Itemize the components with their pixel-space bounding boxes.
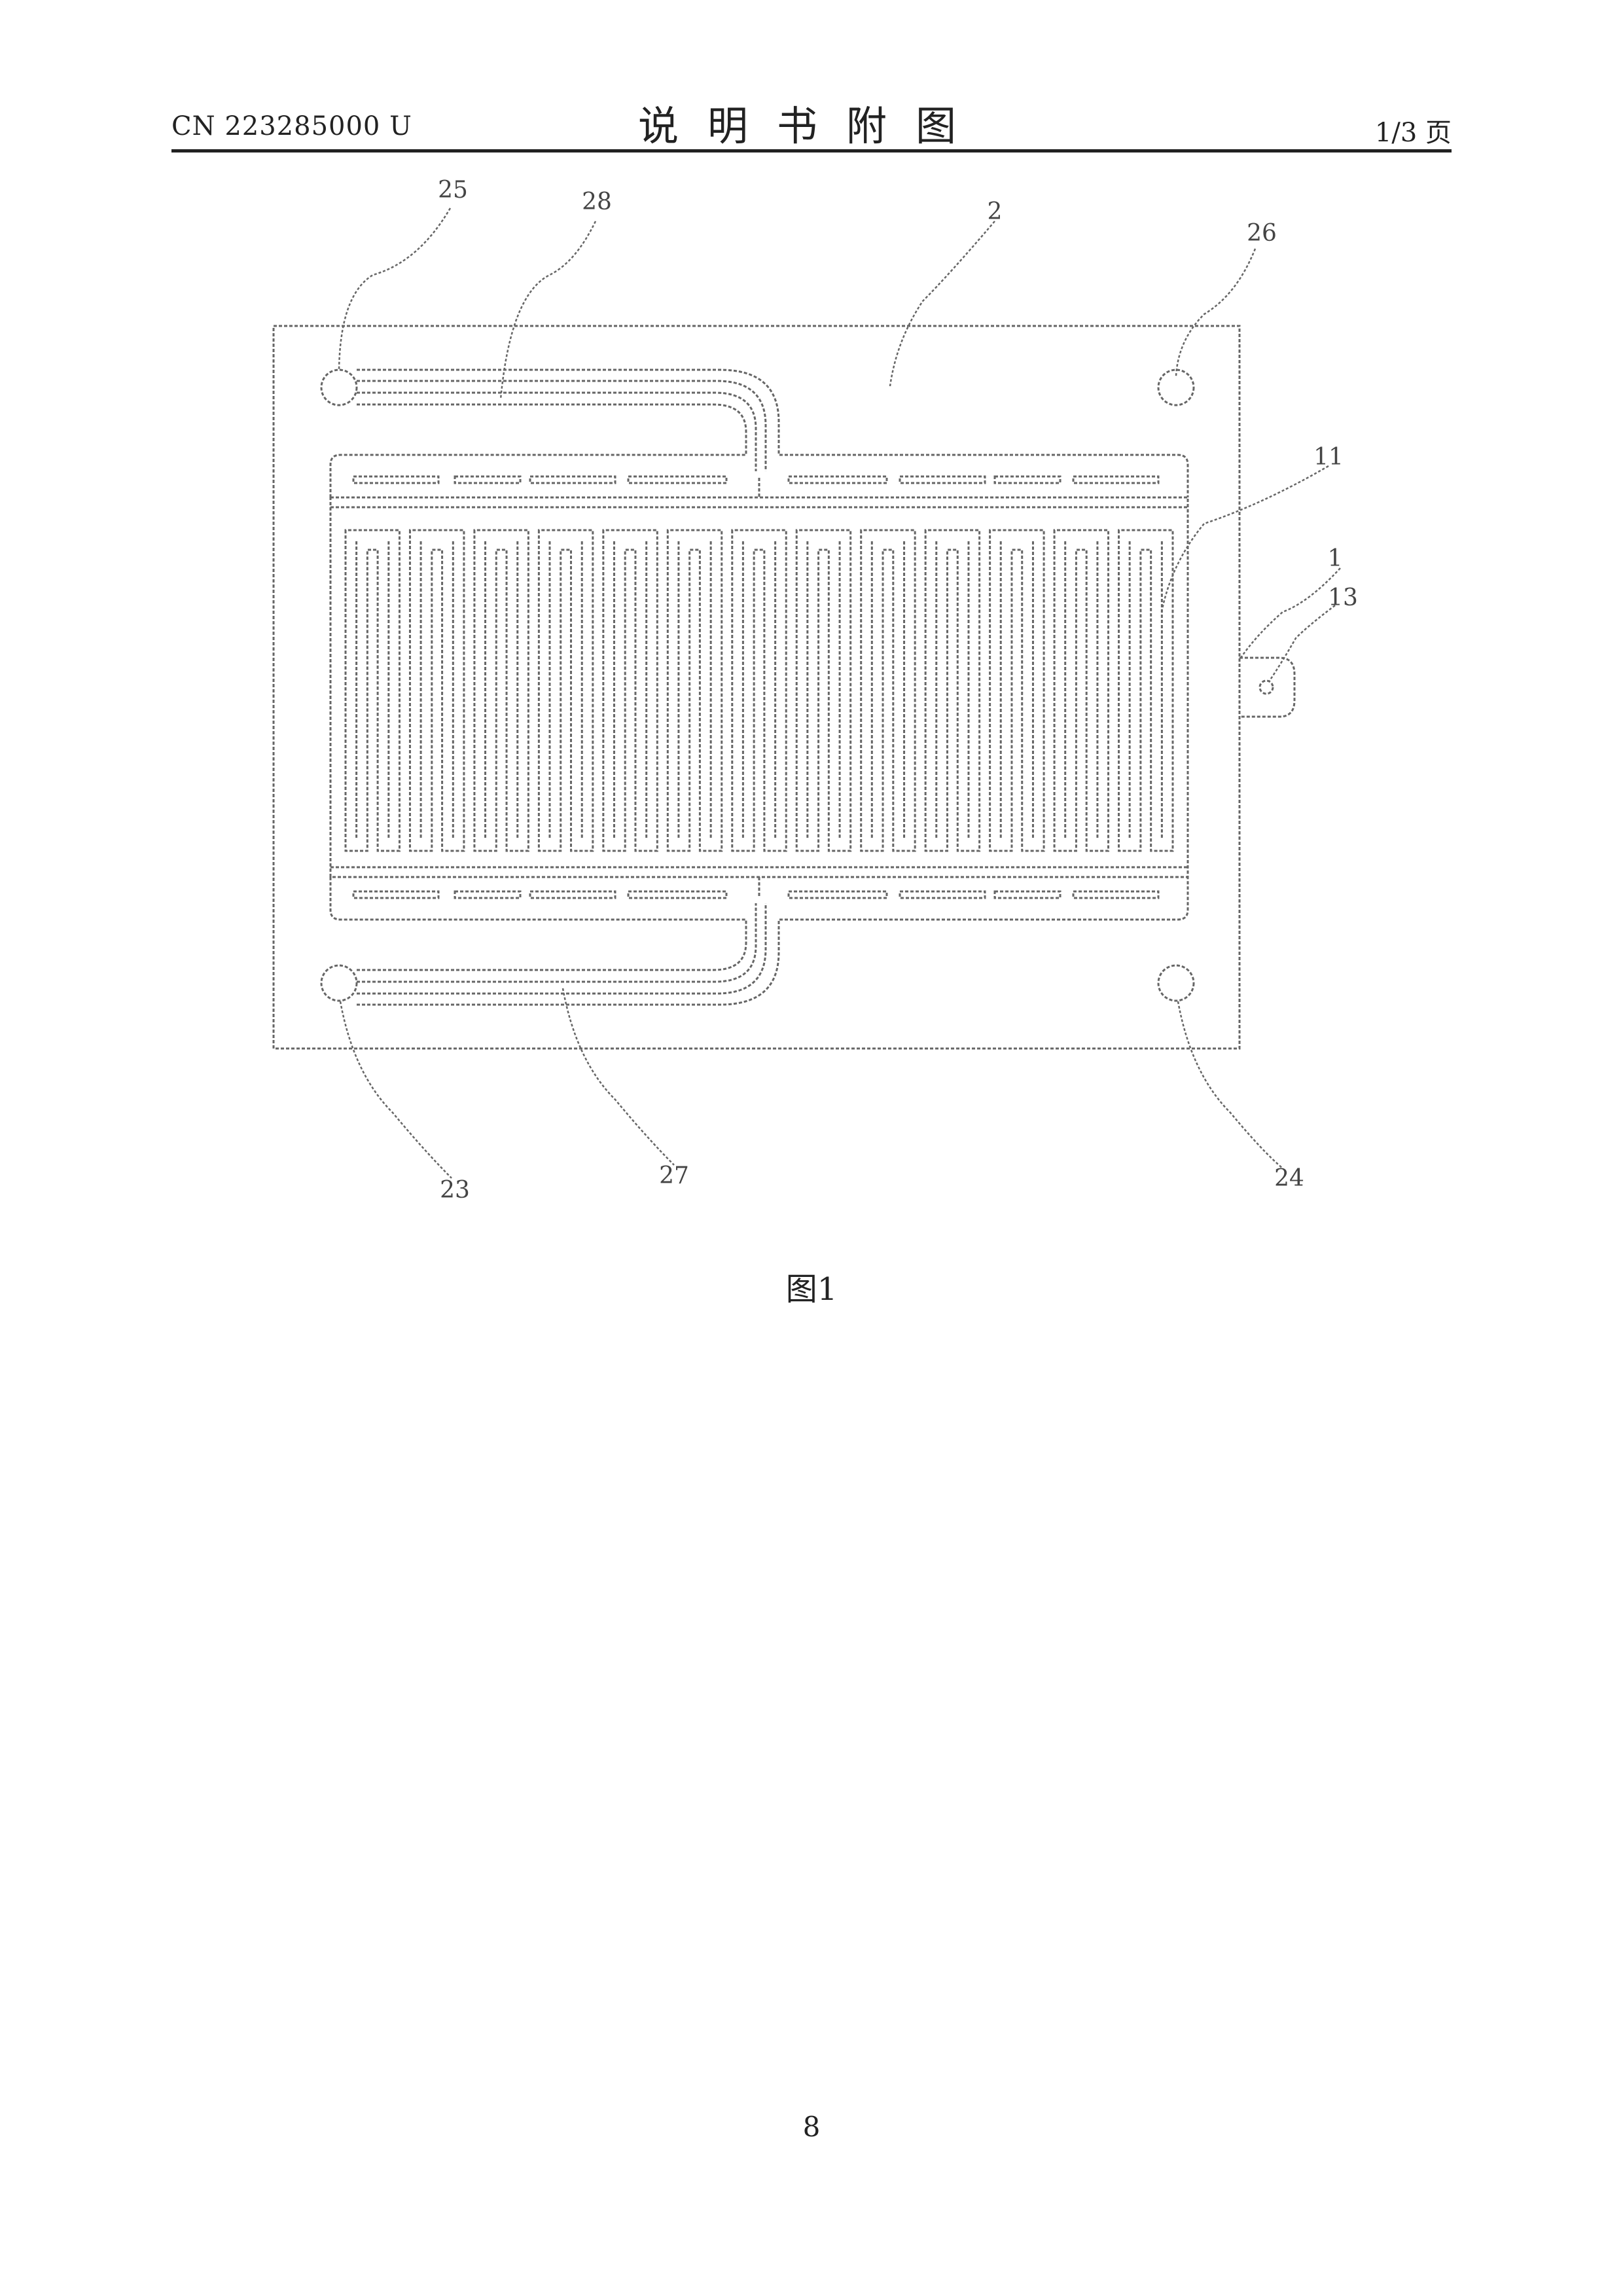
label-26: 26 [1247, 220, 1277, 247]
serpentine-fin-inner [486, 540, 518, 838]
label-28: 28 [582, 188, 612, 215]
top-manifold-slots [353, 476, 1158, 483]
patent-drawing: 25 28 2 26 11 1 13 23 27 24 [0, 0, 1623, 1374]
serpentine-fin-inner [614, 540, 646, 838]
serpentine-fin [539, 530, 592, 851]
serpentine-fin [796, 530, 850, 851]
port-25 [321, 370, 357, 405]
serpentine-fin [668, 530, 721, 851]
serpentine-fin-inner [872, 540, 904, 838]
serpentine-fin [603, 530, 657, 851]
label-27: 27 [659, 1162, 689, 1189]
serpentine-fin [925, 530, 979, 851]
serpentine-fin [990, 530, 1044, 851]
page-number: 8 [0, 2111, 1623, 2143]
label-2: 2 [988, 198, 1003, 225]
label-1: 1 [1328, 545, 1343, 572]
serpentine-fin-inner [1001, 540, 1033, 838]
serpentine-fin [410, 530, 463, 851]
serpentine-fin [474, 530, 528, 851]
serpentine-fin [732, 530, 786, 851]
serpentine-fin-inner [550, 540, 582, 838]
bottom-channel-outer [357, 877, 1188, 1005]
label-24: 24 [1274, 1165, 1304, 1192]
top-channel-outer [357, 370, 1188, 497]
port-24 [1158, 965, 1194, 1001]
serpentine-fin-inner [1065, 540, 1097, 838]
serpentine-fin [1119, 530, 1173, 851]
serpentine-fin [1054, 530, 1108, 851]
label-11: 11 [1313, 444, 1344, 471]
label-23: 23 [440, 1177, 470, 1204]
serpentine-fin [861, 530, 915, 851]
figure-caption: 图1 [0, 1263, 1623, 1309]
serpentine-fin-inner [357, 540, 389, 838]
cold-plate-body [330, 497, 1188, 877]
serpentine-fin-inner [808, 540, 840, 838]
bottom-manifold-slots [353, 891, 1158, 898]
serpentine-fin [346, 530, 399, 851]
serpentine-fin-inner [679, 540, 711, 838]
label-13: 13 [1328, 584, 1358, 611]
serpentine-fin-inner [421, 540, 453, 838]
serpentine-fin-inner [936, 540, 969, 838]
label-25: 25 [438, 177, 468, 204]
serpentine-fin-inner [743, 540, 775, 838]
serpentine-fin-inner [1130, 540, 1162, 838]
port-23 [321, 965, 357, 1001]
mount-tab [1240, 658, 1294, 717]
